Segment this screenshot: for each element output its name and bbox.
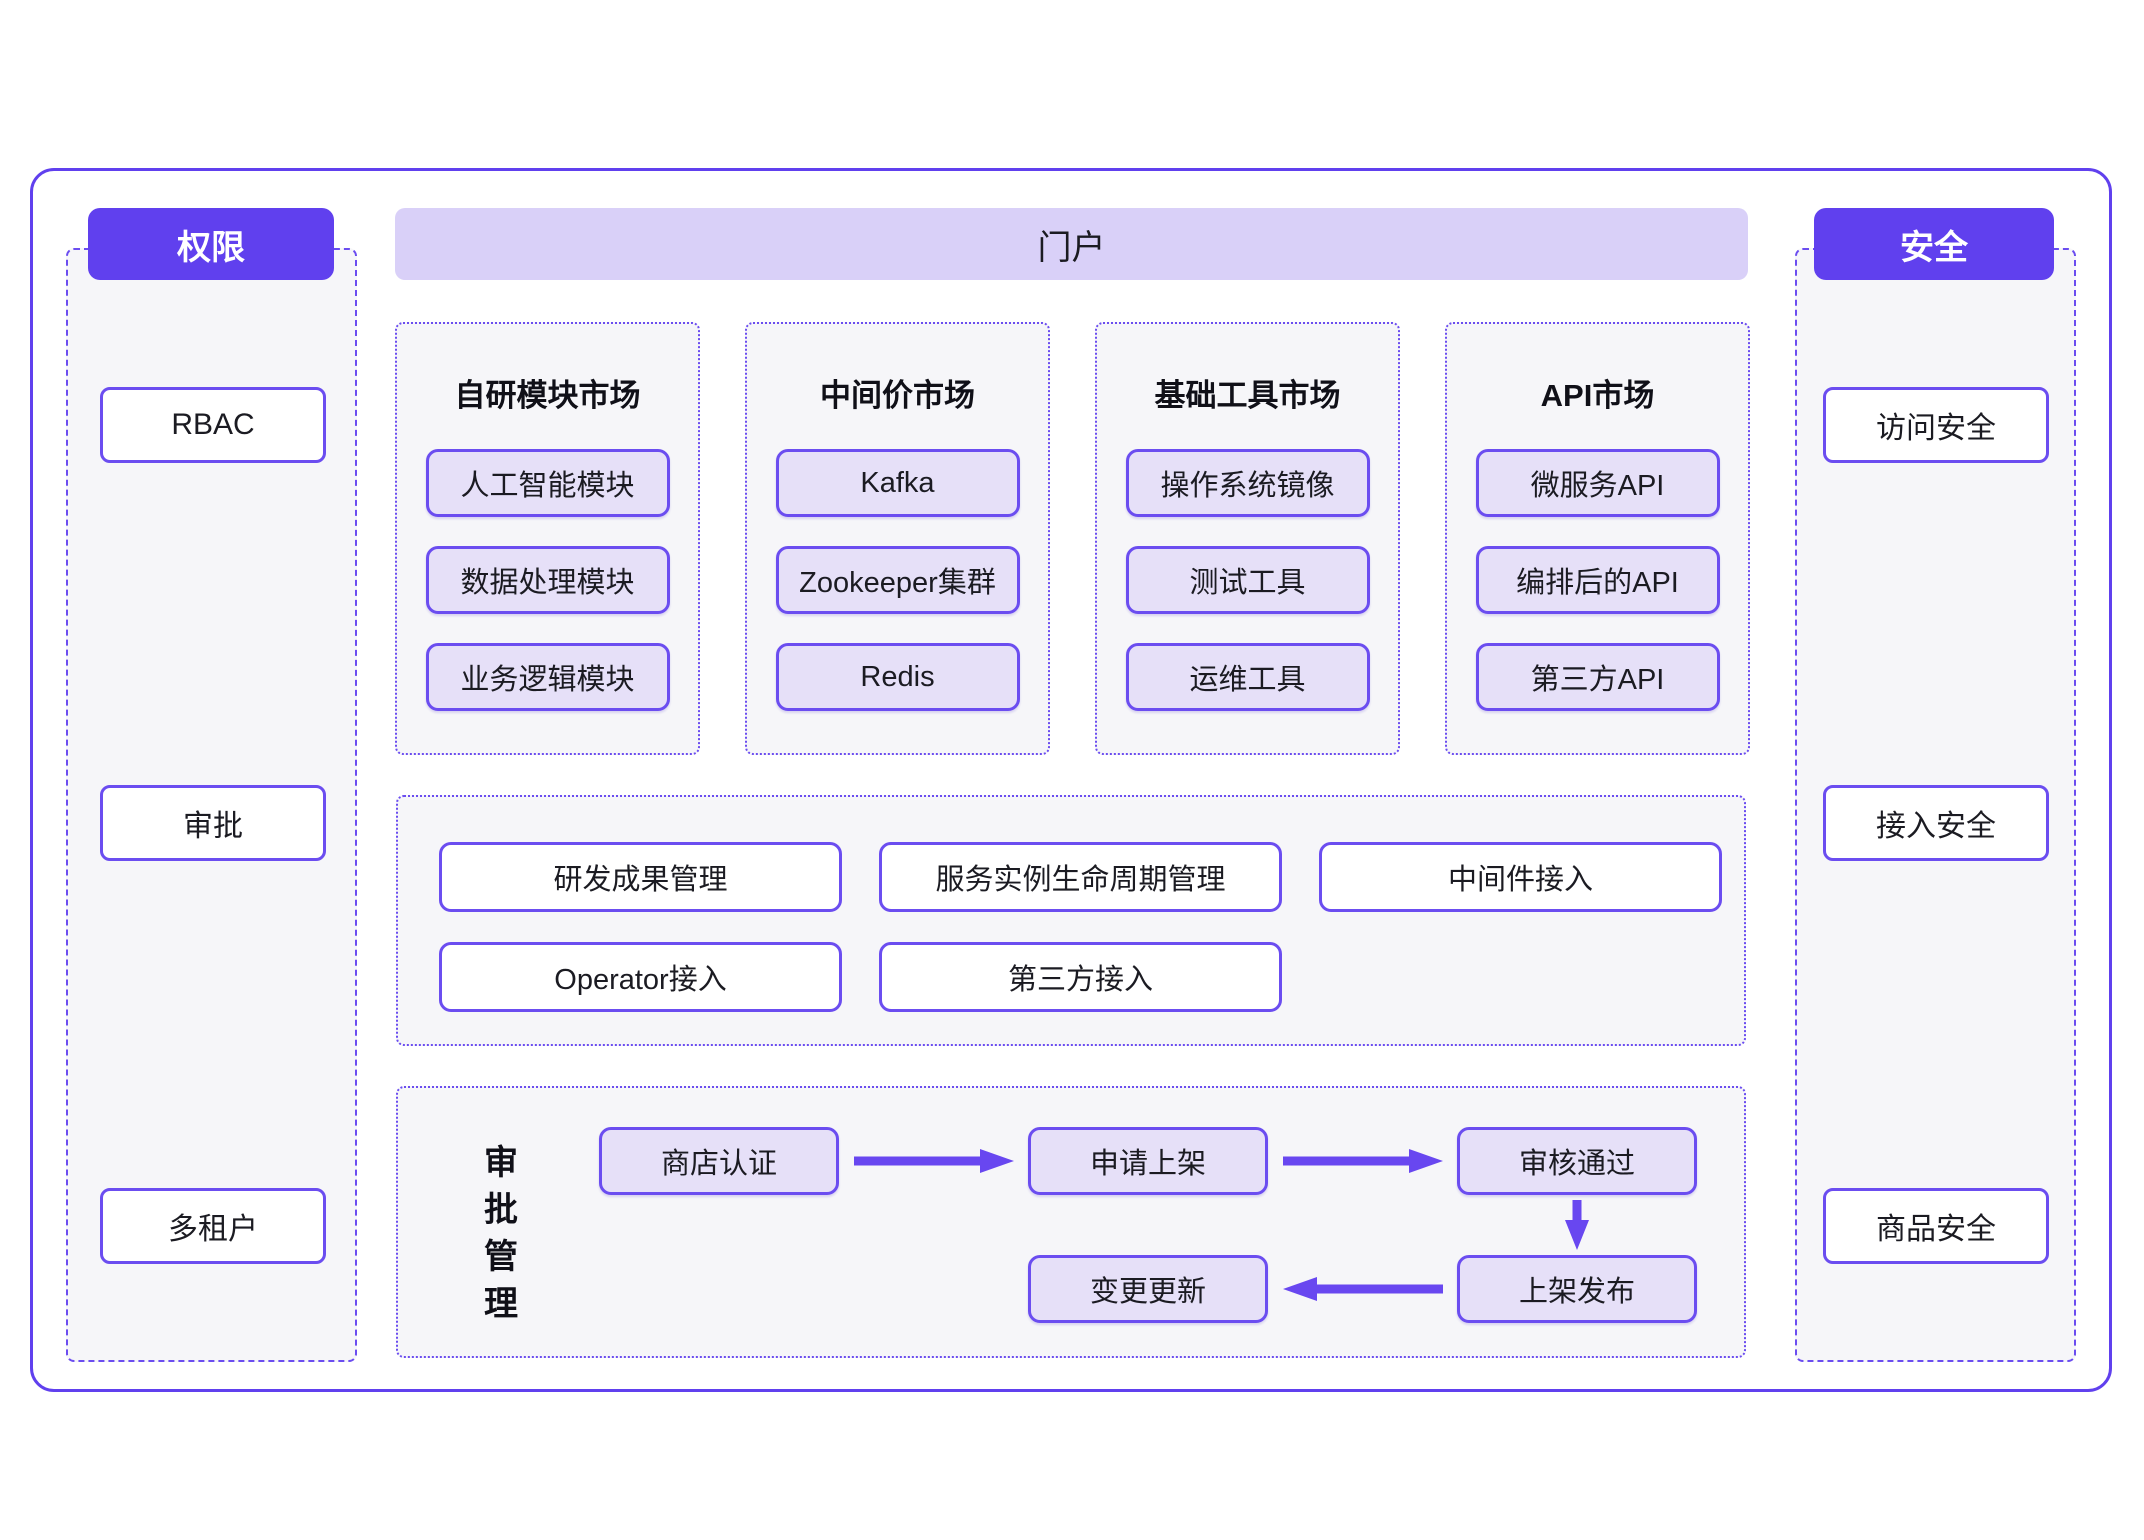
flow-step-apply-listing: 申请上架 <box>1028 1127 1268 1195</box>
market-item: 测试工具 <box>1125 546 1370 614</box>
market-self-developed-modules: 自研模块市场 人工智能模块 数据处理模块 业务逻辑模块 <box>395 322 700 755</box>
management-section: 研发成果管理 服务实例生命周期管理 中间件接入 Operator接入 第三方接入 <box>396 795 1746 1046</box>
mgmt-item-rd-results: 研发成果管理 <box>439 842 842 912</box>
market-items: 微服务API 编排后的API 第三方API <box>1475 449 1720 711</box>
market-basic-tools: 基础工具市场 操作系统镜像 测试工具 运维工具 <box>1095 322 1400 755</box>
mgmt-item-middleware-access: 中间件接入 <box>1319 842 1722 912</box>
mgmt-item-service-lifecycle: 服务实例生命周期管理 <box>879 842 1282 912</box>
approval-section-label: 审批管理 <box>484 1144 518 1323</box>
market-item: Zookeeper集群 <box>775 546 1020 614</box>
market-item: 数据处理模块 <box>425 546 670 614</box>
permissions-header: 权限 <box>88 208 334 280</box>
permissions-item-rbac: RBAC <box>100 387 326 463</box>
security-item-goods: 商品安全 <box>1823 1188 2049 1264</box>
security-header: 安全 <box>1814 208 2054 280</box>
arrow-down-icon <box>1565 1200 1589 1250</box>
market-title: API市场 <box>1540 378 1655 413</box>
arrow-left-icon <box>1283 1277 1443 1301</box>
market-item: 第三方API <box>1475 643 1720 711</box>
market-items: Kafka Zookeeper集群 Redis <box>775 449 1020 711</box>
approval-section: 审批管理 商店认证 申请上架 审核通过 变更更新 上架发布 <box>396 1086 1746 1358</box>
permissions-item-approval: 审批 <box>100 785 326 861</box>
market-items: 操作系统镜像 测试工具 运维工具 <box>1125 449 1370 711</box>
market-api: API市场 微服务API 编排后的API 第三方API <box>1445 322 1750 755</box>
flow-step-publish: 上架发布 <box>1457 1255 1697 1323</box>
security-item-integration: 接入安全 <box>1823 785 2049 861</box>
market-title: 自研模块市场 <box>454 378 641 413</box>
market-item: 微服务API <box>1475 449 1720 517</box>
permissions-item-multitenant: 多租户 <box>100 1188 326 1264</box>
market-middleware: 中间价市场 Kafka Zookeeper集群 Redis <box>745 322 1050 755</box>
market-item: Redis <box>775 643 1020 711</box>
market-item: Kafka <box>775 449 1020 517</box>
mgmt-item-operator-access: Operator接入 <box>439 942 842 1012</box>
portal-header: 门户 <box>395 208 1748 280</box>
arrow-right-icon <box>854 1149 1014 1173</box>
market-item: 操作系统镜像 <box>1125 449 1370 517</box>
market-item: 业务逻辑模块 <box>425 643 670 711</box>
arrow-right-icon <box>1283 1149 1443 1173</box>
market-item: 运维工具 <box>1125 643 1370 711</box>
flow-step-store-certification: 商店认证 <box>599 1127 839 1195</box>
market-item: 人工智能模块 <box>425 449 670 517</box>
market-items: 人工智能模块 数据处理模块 业务逻辑模块 <box>425 449 670 711</box>
market-item: 编排后的API <box>1475 546 1720 614</box>
market-title: 基础工具市场 <box>1154 378 1341 413</box>
mgmt-item-thirdparty-access: 第三方接入 <box>879 942 1282 1012</box>
market-title: 中间价市场 <box>820 378 975 413</box>
security-item-access: 访问安全 <box>1823 387 2049 463</box>
flow-step-review-passed: 审核通过 <box>1457 1127 1697 1195</box>
flow-step-change-update: 变更更新 <box>1028 1255 1268 1323</box>
